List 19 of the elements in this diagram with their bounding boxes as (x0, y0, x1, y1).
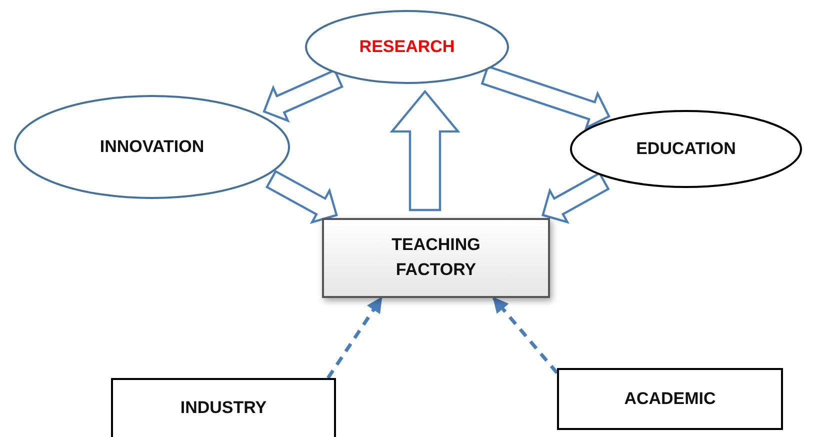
node-label: RESEARCH (359, 36, 455, 58)
node-label: TEACHING FACTORY (390, 234, 482, 281)
node-label: INDUSTRY (180, 397, 267, 420)
process-box (111, 378, 336, 437)
block-arrow (262, 68, 344, 123)
dashed-arrow (492, 296, 558, 374)
ellipse-node (305, 10, 509, 84)
process-box (322, 218, 550, 298)
block-arrow (265, 170, 338, 224)
node-label: EDUCATION (636, 138, 736, 160)
ellipse-node (14, 95, 290, 199)
node-label: INNOVATION (100, 136, 204, 158)
block-arrow (541, 172, 610, 224)
ellipse-node (570, 110, 802, 188)
dashed-arrow (326, 296, 383, 379)
node-label: ACADEMIC (624, 388, 716, 410)
process-box (557, 368, 783, 430)
block-arrow (390, 90, 460, 212)
block-arrow (480, 65, 610, 130)
